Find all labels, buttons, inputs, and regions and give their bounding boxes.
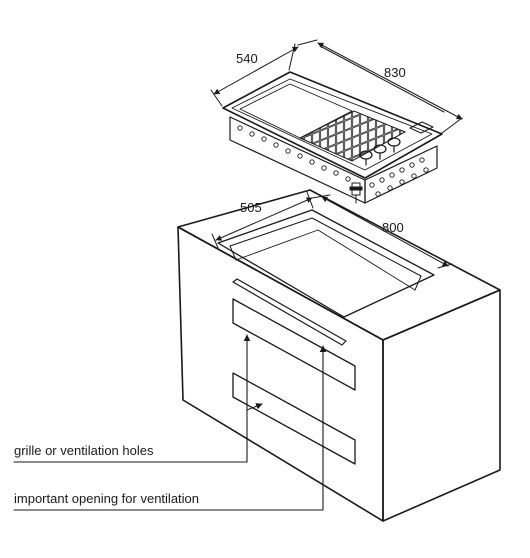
cabinet [177, 189, 501, 522]
dimension-cutout-depth: 505 [240, 200, 262, 215]
hob-right-face [364, 145, 438, 204]
hob-grill-zone [298, 110, 407, 162]
cabinet-top [177, 189, 501, 341]
upper-ventilation-grille [232, 298, 356, 391]
knob-icon [387, 137, 401, 147]
hob-screw-holes [237, 125, 429, 197]
hob-dimension-lines [210, 39, 463, 134]
leader-lines [13, 334, 327, 511]
hob-control-knobs [359, 137, 401, 166]
cabinet-front-face [177, 226, 384, 522]
cutout-dimension-lines [211, 191, 453, 269]
dimension-hob-width: 830 [384, 65, 406, 80]
hob-unit [222, 71, 443, 204]
gas-connector-icon [349, 182, 363, 204]
lower-ventilation-grille [232, 372, 356, 465]
label-grille: grille or ventilation holes [14, 443, 154, 458]
cabinet-right-face [382, 289, 501, 522]
dimension-hob-depth: 540 [236, 51, 258, 66]
ventilation-opening [232, 278, 347, 346]
label-opening: important opening for ventilation [14, 491, 199, 506]
hob-indicator-panel [409, 121, 434, 134]
dimension-cutout-width: 800 [382, 220, 404, 235]
